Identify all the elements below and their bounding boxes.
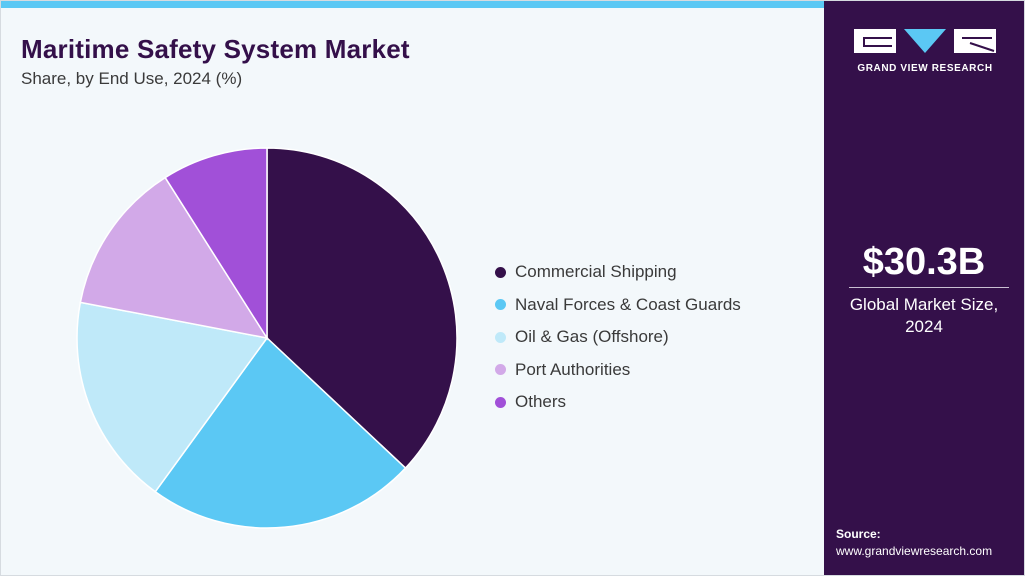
legend-swatch xyxy=(495,331,506,343)
pie-slice-port-authorities xyxy=(79,176,269,340)
legend-item: Oil & Gas (Offshore) xyxy=(495,325,741,349)
market-size-value: $30.3B xyxy=(862,241,986,283)
legend-label: Port Authorities xyxy=(515,359,631,379)
pie-chart xyxy=(76,147,458,529)
legend-label: Commercial Shipping xyxy=(515,262,677,281)
side-panel: GRAND VIEW RESEARCH $30.3B Global Market… xyxy=(824,1,1024,575)
top-accent-strip xyxy=(1,1,824,8)
market-size-label-line1: Global Market Size, xyxy=(849,295,999,314)
market-size-label-line2: 2024 xyxy=(905,317,943,336)
legend-swatch xyxy=(495,396,506,408)
chart-title: Maritime Safety System Market xyxy=(21,34,410,64)
legend-label: Naval Forces & Coast Guards xyxy=(515,294,741,314)
pie-slice-commercial-shipping xyxy=(266,147,458,470)
legend-label: Oil & Gas (Offshore) xyxy=(515,327,669,346)
gvr-logo-icon xyxy=(854,29,996,53)
gvr-logo: GRAND VIEW RESEARCH xyxy=(854,29,996,75)
market-size-label: Global Market Size, 2024 xyxy=(824,294,1024,338)
legend-item: Others xyxy=(495,390,741,414)
legend-item: Commercial Shipping xyxy=(495,260,741,284)
legend-item: Naval Forces & Coast Guards xyxy=(495,293,741,317)
legend-label: Others xyxy=(515,392,567,411)
value-divider xyxy=(849,287,1009,288)
logo-text: GRAND VIEW RESEARCH xyxy=(857,63,993,74)
legend-item: Port Authorities xyxy=(495,358,741,382)
source-link[interactable]: www.grandviewresearch.com xyxy=(836,544,993,558)
pie-slice-others xyxy=(164,147,268,341)
legend-swatch xyxy=(495,266,506,278)
chart-subtitle: Share, by End Use, 2024 (%) xyxy=(21,69,243,88)
pie-slice-naval-forces-coast-guards xyxy=(154,336,407,529)
source-title: Source: xyxy=(836,527,881,541)
legend-swatch xyxy=(495,364,506,375)
chart-panel: Maritime Safety System Market Share, by … xyxy=(1,8,824,575)
legend-swatch xyxy=(495,299,506,310)
pie-slice-oil-gas-offshore xyxy=(76,301,269,493)
